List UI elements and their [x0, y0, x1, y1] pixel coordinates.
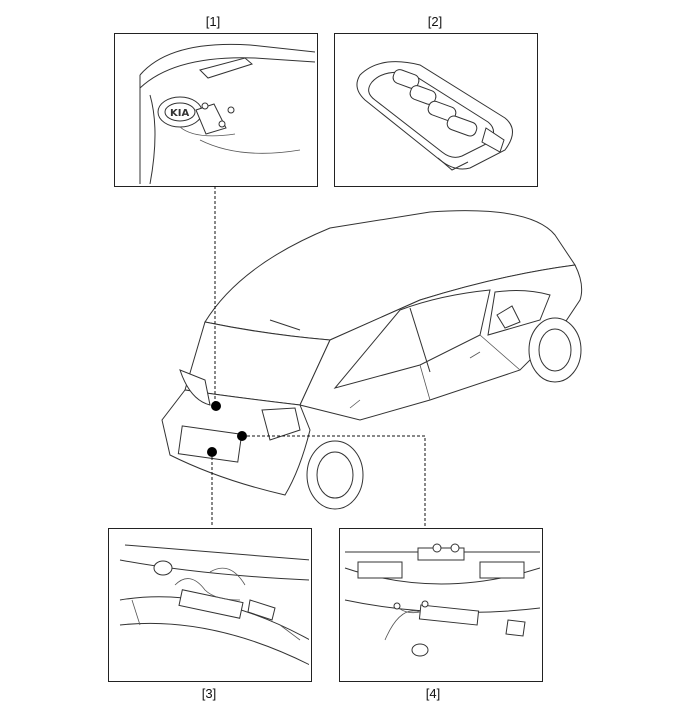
- car-illustration: [161, 210, 583, 510]
- callout-label-1: [1]: [205, 14, 221, 29]
- leader-lines: [211, 186, 426, 527]
- callout-label-4: [4]: [425, 686, 441, 701]
- location-marker-4: [237, 431, 247, 441]
- location-marker-1: [211, 401, 221, 411]
- unlock-button: [409, 85, 437, 105]
- callout-label-2: [2]: [427, 14, 443, 29]
- lock-button: [392, 69, 420, 89]
- smart-key-illustration: [356, 61, 513, 171]
- panic-button: [446, 115, 478, 137]
- svg-text:KIA: KIA: [170, 108, 189, 119]
- callout-label-3: [3]: [201, 686, 217, 701]
- location-marker-3: [207, 447, 217, 457]
- emblem-switch-illustration: KIA: [139, 43, 315, 184]
- bumper-antenna-illustration: [344, 543, 540, 657]
- trunk-antenna-illustration: [119, 544, 309, 666]
